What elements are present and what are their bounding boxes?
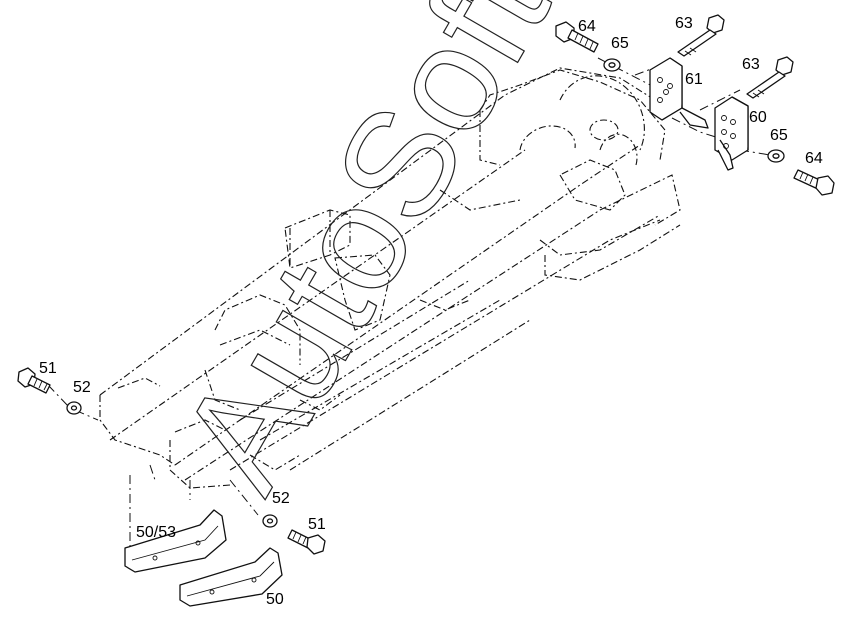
callout-63-right: 63	[742, 56, 760, 73]
washer-52-bottom	[262, 514, 278, 528]
callout-50-53: 50/53	[136, 524, 176, 541]
callout-63-top: 63	[675, 15, 693, 32]
callout-52-left: 52	[73, 379, 91, 396]
bracket-61	[649, 57, 709, 129]
callout-64-right: 64	[805, 150, 823, 167]
washer-65-right	[767, 149, 785, 163]
callout-52-bottom: 52	[272, 490, 290, 507]
callout-65-top: 65	[611, 35, 629, 52]
watermark: AutoSoft	[147, 0, 581, 517]
callout-51-bottom: 51	[308, 516, 326, 533]
callout-51-left: 51	[39, 360, 57, 377]
callout-50: 50	[266, 591, 284, 608]
axle-housing	[99, 67, 681, 489]
svg-text:AutoSoft: AutoSoft	[147, 0, 580, 516]
bolt-51-bottom	[287, 529, 326, 555]
callout-65-right: 65	[770, 127, 788, 144]
callout-61: 61	[685, 71, 703, 88]
bracket-60	[714, 96, 749, 171]
washer-52-left	[66, 401, 82, 415]
callout-64-top: 64	[578, 18, 596, 35]
callout-60: 60	[749, 109, 767, 126]
shim-50	[179, 547, 283, 607]
bolt-64-right	[793, 169, 835, 196]
shim-50-53	[124, 509, 227, 573]
bolt-63-top	[677, 14, 725, 57]
bolt-51-left	[17, 367, 51, 394]
washer-65-top	[603, 58, 621, 72]
bolt-64-top	[555, 21, 599, 53]
callout-labels: 64 63 65 61 63 60 65 64 51 52 52 51 50/5…	[39, 15, 823, 608]
bolt-63-right	[746, 56, 794, 99]
